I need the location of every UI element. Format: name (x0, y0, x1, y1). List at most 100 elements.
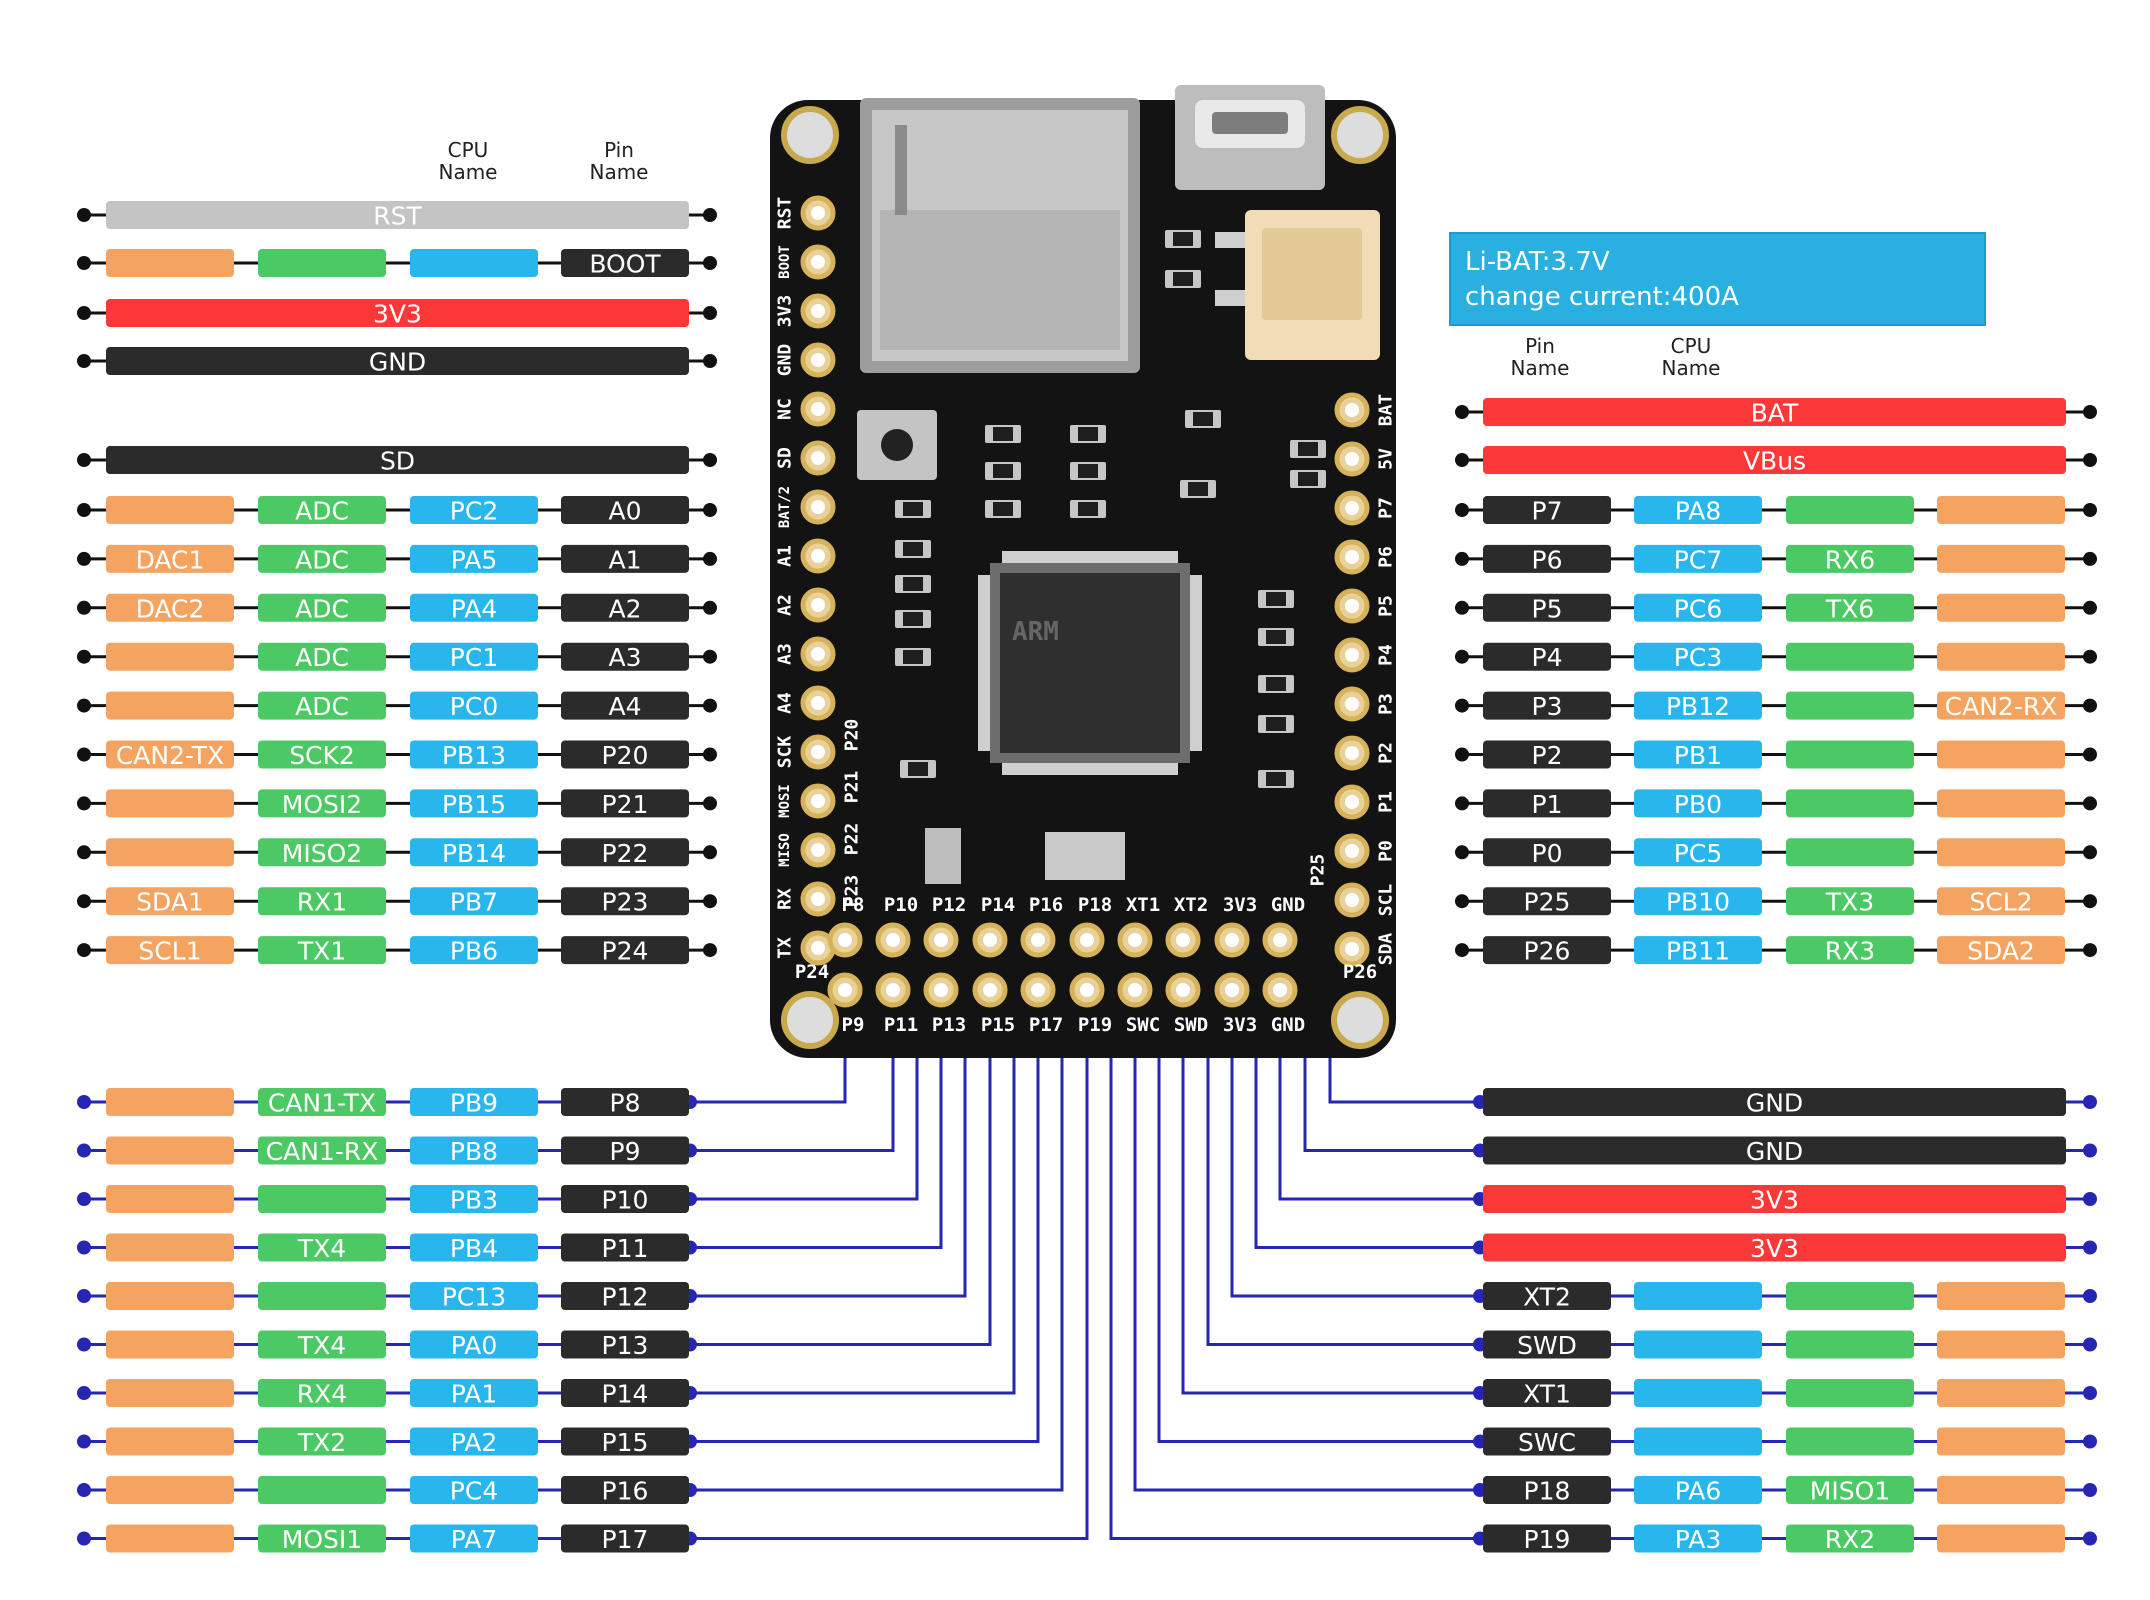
bottom-right-row-0-cell-0: XT2 (1483, 1282, 1611, 1312)
bottom-right-row-0-cell-3 (1937, 1282, 2065, 1310)
top-row-label-7: XT2 (1174, 894, 1208, 916)
left-row-4-cell-3-text: A4 (608, 692, 641, 721)
left-power-row-4-dot-left (77, 453, 91, 467)
bottom-row-pad-6-hole (1128, 983, 1142, 997)
right-row-6-cell-0: P1 (1483, 789, 1611, 819)
right-row-8-cell-0-text: P25 (1524, 888, 1571, 917)
left-row-5-cell-2: PB13 (410, 740, 538, 770)
bottom-row-label-8: 3V3 (1223, 1014, 1257, 1036)
bottom-right-row-4-cell-2-text: MISO1 (1810, 1477, 1890, 1506)
left-row-8-cell-3: P23 (561, 887, 689, 917)
right-pad-2-hole (1345, 501, 1359, 515)
sd-card-slot (860, 98, 1140, 373)
left-row-0-cell-3: A0 (561, 496, 689, 526)
right-row-4-cell-0: P3 (1483, 691, 1611, 721)
left-power-3-text: GND (369, 348, 426, 377)
left-row-1-cell-3: A1 (561, 544, 689, 574)
bottom-left-row-0-dot-left (77, 1095, 91, 1109)
bottom-right-row-2-cell-0: XT1 (1483, 1379, 1611, 1409)
right-row-6-cell-1: PB0 (1634, 789, 1762, 819)
right-row-6-dot-left (1455, 796, 1469, 811)
bottom-left-row-2-cell-3: P10 (561, 1185, 689, 1215)
right-row-7-cell-0-text: P0 (1532, 839, 1563, 868)
left-pad-1-hole (811, 255, 825, 269)
bottom-left-row-4-cell-3-bg (561, 1282, 689, 1310)
bottom-left-row-9-cell-1-text: MOSI1 (282, 1525, 362, 1554)
left-row-6-cell-3-text: P21 (602, 790, 649, 819)
left-row-6-cell-2: PB15 (410, 789, 538, 819)
right-row-1-cell-0: P6 (1483, 544, 1611, 574)
bottom-right-row-4-cell-2-bg (1786, 1476, 1914, 1504)
left-power-row-2-dot-right (703, 306, 717, 320)
bottom-left-row-1-cell-0 (106, 1136, 234, 1165)
left-row-8-cell-3-text: P23 (602, 888, 649, 917)
left-row-6-cell-1: MOSI2 (258, 789, 386, 819)
left-row-3-cell-2-text: PC1 (450, 643, 498, 672)
right-row-3-cell-1-text: PC3 (1674, 643, 1722, 672)
bottom-left-row-9-cell-0 (106, 1524, 234, 1553)
left-pad-15-hole (811, 941, 825, 955)
bottom-left-row-7-cell-2-bg (410, 1427, 538, 1456)
left-row-7-cell-3: P22 (561, 838, 689, 868)
smd-part-20-body (1188, 482, 1208, 496)
left-row-2-cell-1-bg (258, 593, 386, 622)
bottom-left-row-4-dot-left (77, 1289, 91, 1303)
top-row-pad-0-hole (838, 933, 852, 947)
bottom-left-row-7-cell-1-bg (258, 1427, 386, 1456)
bottom-right-power-0-text: GND (1746, 1089, 1803, 1118)
left-pad-label-6: BAT/2 (777, 486, 793, 528)
left-row-2-cell-1: ADC (258, 593, 386, 623)
bottom-left-row-6-cell-1-text: RX4 (297, 1380, 347, 1409)
bottom-left-row-4-cell-3: P12 (561, 1282, 689, 1312)
right-row-0-dot-right (2083, 503, 2097, 517)
left-row-1-cell-2-bg (410, 544, 538, 573)
right-row-7-cell-1: PC5 (1634, 838, 1762, 868)
crystal-1 (925, 828, 961, 884)
left-row-7-dot-right (703, 845, 717, 860)
bottom-right-row-2-cell-1 (1634, 1379, 1762, 1407)
right-row-2-dot-right (2083, 600, 2097, 615)
bottom-right-row-4-cell-1-text: PA6 (1675, 1477, 1721, 1506)
smd-part-13-body (1266, 677, 1286, 691)
bottom-left-row-1-cell-2: PB8 (410, 1136, 538, 1166)
bottom-left-row-5-cell-0-bg (106, 1330, 234, 1359)
right-row-7-cell-3 (1937, 838, 2065, 867)
top-row-pad-4-hole (1031, 933, 1045, 947)
right-pad-5-hole (1345, 648, 1359, 662)
bottom-right-row-3-cell-1 (1634, 1427, 1762, 1456)
bottom-left-row-7-cell-3-bg (561, 1427, 689, 1456)
left-row-6-cell-0-bg (106, 789, 234, 818)
bottom-right-power-0-dot-right (2083, 1095, 2097, 1109)
right-row-0-cell-2 (1786, 496, 1914, 524)
bottom-left-row-7-cell-3-text: P15 (602, 1428, 649, 1457)
left-row-8-cell-2: PB7 (410, 887, 538, 917)
left-row-5-cell-2-bg (410, 740, 538, 769)
smd-part-14-body (1266, 717, 1286, 731)
left-pad-label-0: RST (775, 197, 796, 230)
right-row-1-cell-2: RX6 (1786, 544, 1914, 574)
crystal-2 (1045, 832, 1125, 880)
left-power-row-3-dot-left (77, 354, 91, 368)
bottom-left-row-8-cell-0 (106, 1476, 234, 1504)
bottom-right-row-4-dot-right (2083, 1483, 2097, 1497)
bottom-left-row-3-cell-0-bg (106, 1233, 234, 1262)
dev-board: ARM RSTBOOT3V3GNDNCSDBAT/2A1A2A3A4SCKMOS… (770, 85, 1397, 1058)
bottom-right-wire-4 (1133, 950, 1480, 1492)
right-pad-label-3: P6 (1376, 546, 1397, 568)
mount-hole-tr (1331, 106, 1389, 164)
right-row-1-dot-right (2083, 551, 2097, 566)
left-row-8-cell-0: SDA1 (106, 887, 234, 917)
left-row-5-cell-1-text: SCK2 (289, 741, 355, 770)
left-row-9-cell-2-text: PB6 (450, 937, 498, 966)
right-pad-4-hole (1345, 599, 1359, 613)
right-row-6-cell-2-bg (1786, 789, 1914, 818)
left-pad-label-10: A4 (775, 692, 796, 714)
left-row-4-cell-2-text: PC0 (450, 692, 498, 721)
left-power-4: SD (106, 446, 689, 476)
left-row-0-cell-3-text: A0 (608, 497, 641, 526)
bottom-left-row-2-cell-2-text: PB3 (450, 1186, 498, 1215)
bottom-left-wire-6 (690, 950, 1016, 1395)
left-row-4-cell-2: PC0 (410, 691, 538, 721)
bottom-left-row-5-cell-3-text: P13 (602, 1331, 649, 1360)
